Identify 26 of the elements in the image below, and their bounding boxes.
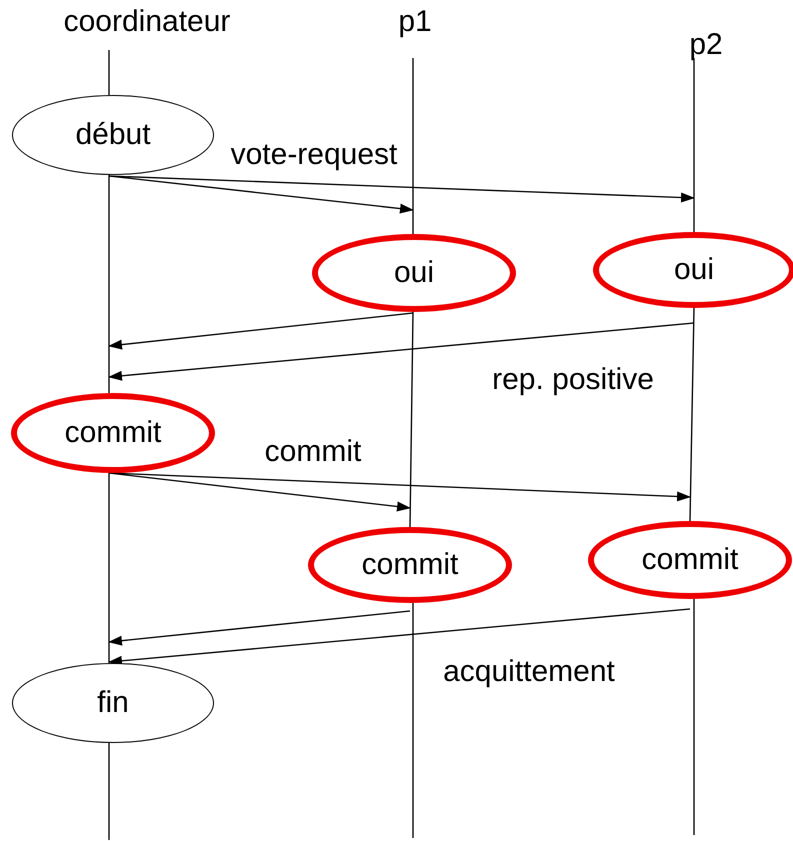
message-label: vote-request — [230, 140, 398, 170]
state-ellipse: oui — [593, 232, 793, 308]
lifeline-header: coordinateur — [64, 7, 230, 37]
message-arrow — [108, 472, 691, 502]
message-arrow — [108, 322, 694, 381]
message-label: rep. positive — [492, 365, 654, 395]
lifeline — [409, 312, 414, 527]
state-ellipse: commit — [588, 521, 792, 599]
state-ellipse: commit — [11, 393, 215, 473]
message-arrow — [108, 175, 695, 202]
message-arrow — [108, 472, 411, 512]
message-label: acquittement — [443, 657, 615, 687]
lifeline — [689, 308, 695, 522]
state-ellipse: fin — [12, 663, 214, 743]
message-label: commit — [264, 437, 362, 467]
state-ellipse: commit — [308, 527, 512, 603]
lifeline-header: p2 — [689, 30, 723, 60]
state-ellipse: début — [12, 95, 214, 175]
lifeline — [108, 473, 110, 663]
message-arrow — [108, 608, 690, 666]
message-arrow — [108, 610, 410, 646]
lifeline-header: p1 — [398, 7, 432, 37]
message-arrow — [108, 312, 414, 350]
message-arrow — [108, 175, 414, 214]
lifeline — [108, 175, 110, 393]
state-ellipse: oui — [312, 234, 516, 312]
